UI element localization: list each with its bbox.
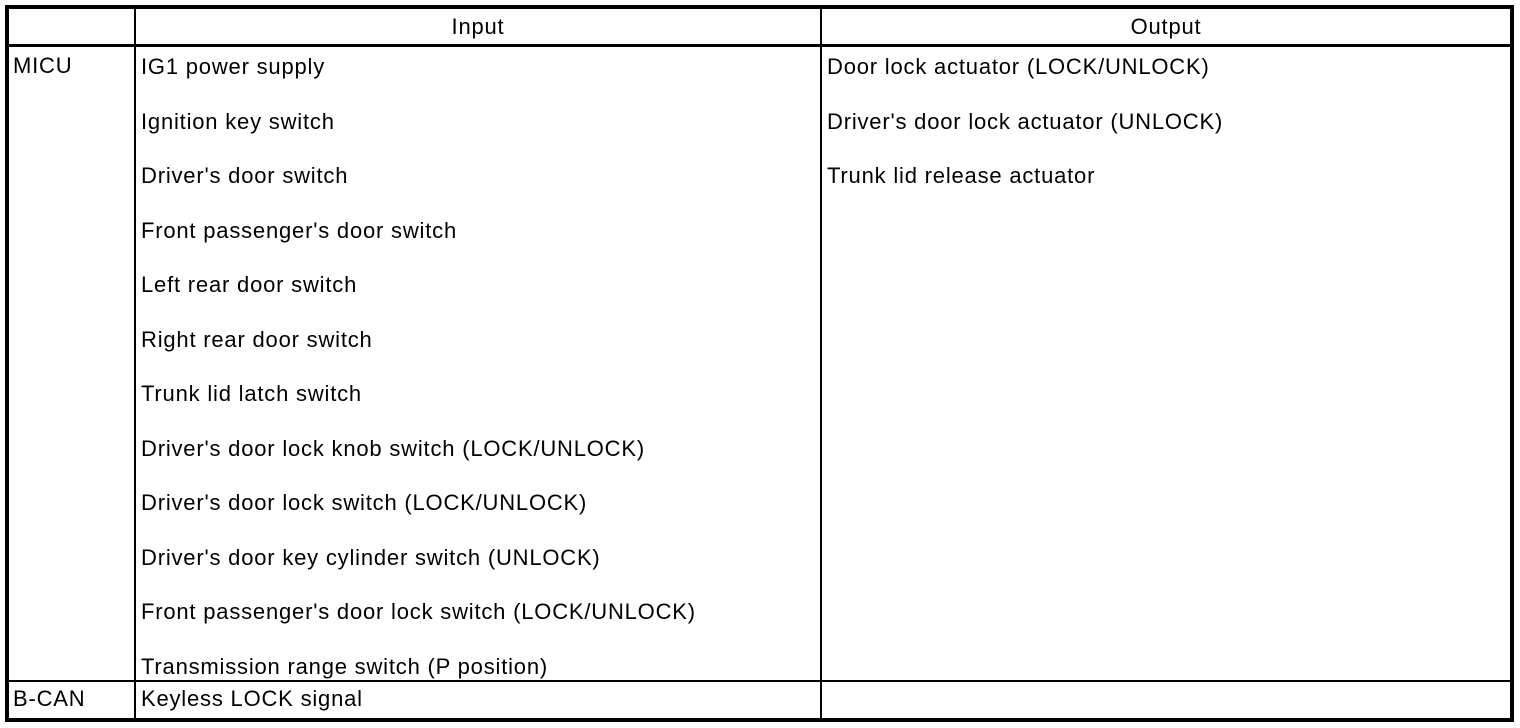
row-label-micu: MICU	[9, 47, 136, 682]
input-item: Driver's door lock knob switch (LOCK/UNL…	[141, 435, 645, 461]
input-item: Ignition key switch	[141, 108, 335, 134]
input-item: IG1 power supply	[141, 54, 325, 79]
micu-output-cell: Door lock actuator (LOCK/UNLOCK) Driver's…	[822, 47, 1510, 682]
header-output-cell: Output	[822, 9, 1510, 47]
bcan-input-cell: Keyless LOCK signal	[136, 682, 822, 718]
output-item: Driver's door lock actuator (UNLOCK)	[827, 108, 1224, 134]
input-item: Keyless LOCK signal	[141, 686, 363, 711]
bcan-output-cell	[822, 682, 1510, 718]
bcan-input-list: Keyless LOCK signal	[141, 688, 818, 710]
output-item: Door lock actuator (LOCK/UNLOCK)	[827, 54, 1210, 79]
row-label-bcan: B-CAN	[9, 682, 136, 718]
input-item: Trunk lid latch switch	[141, 381, 362, 406]
input-item: Transmission range switch (P position)	[141, 653, 548, 679]
input-item: Right rear door switch	[141, 326, 373, 352]
input-item: Driver's door lock switch (LOCK/UNLOCK)	[141, 490, 588, 515]
header-input-cell: Input	[136, 9, 822, 47]
header-corner-cell	[9, 9, 136, 47]
input-item: Driver's door key cylinder switch (UNLOC…	[141, 544, 601, 570]
output-item: Trunk lid release actuator	[827, 163, 1096, 188]
input-item: Left rear door switch	[141, 272, 358, 297]
input-item: Front passenger's door lock switch (LOCK…	[141, 599, 696, 624]
micu-output-list: Door lock actuator (LOCK/UNLOCK) Driver's…	[827, 56, 1508, 187]
input-item: Driver's door switch	[141, 163, 349, 188]
input-item: Front passenger's door switch	[141, 217, 457, 243]
